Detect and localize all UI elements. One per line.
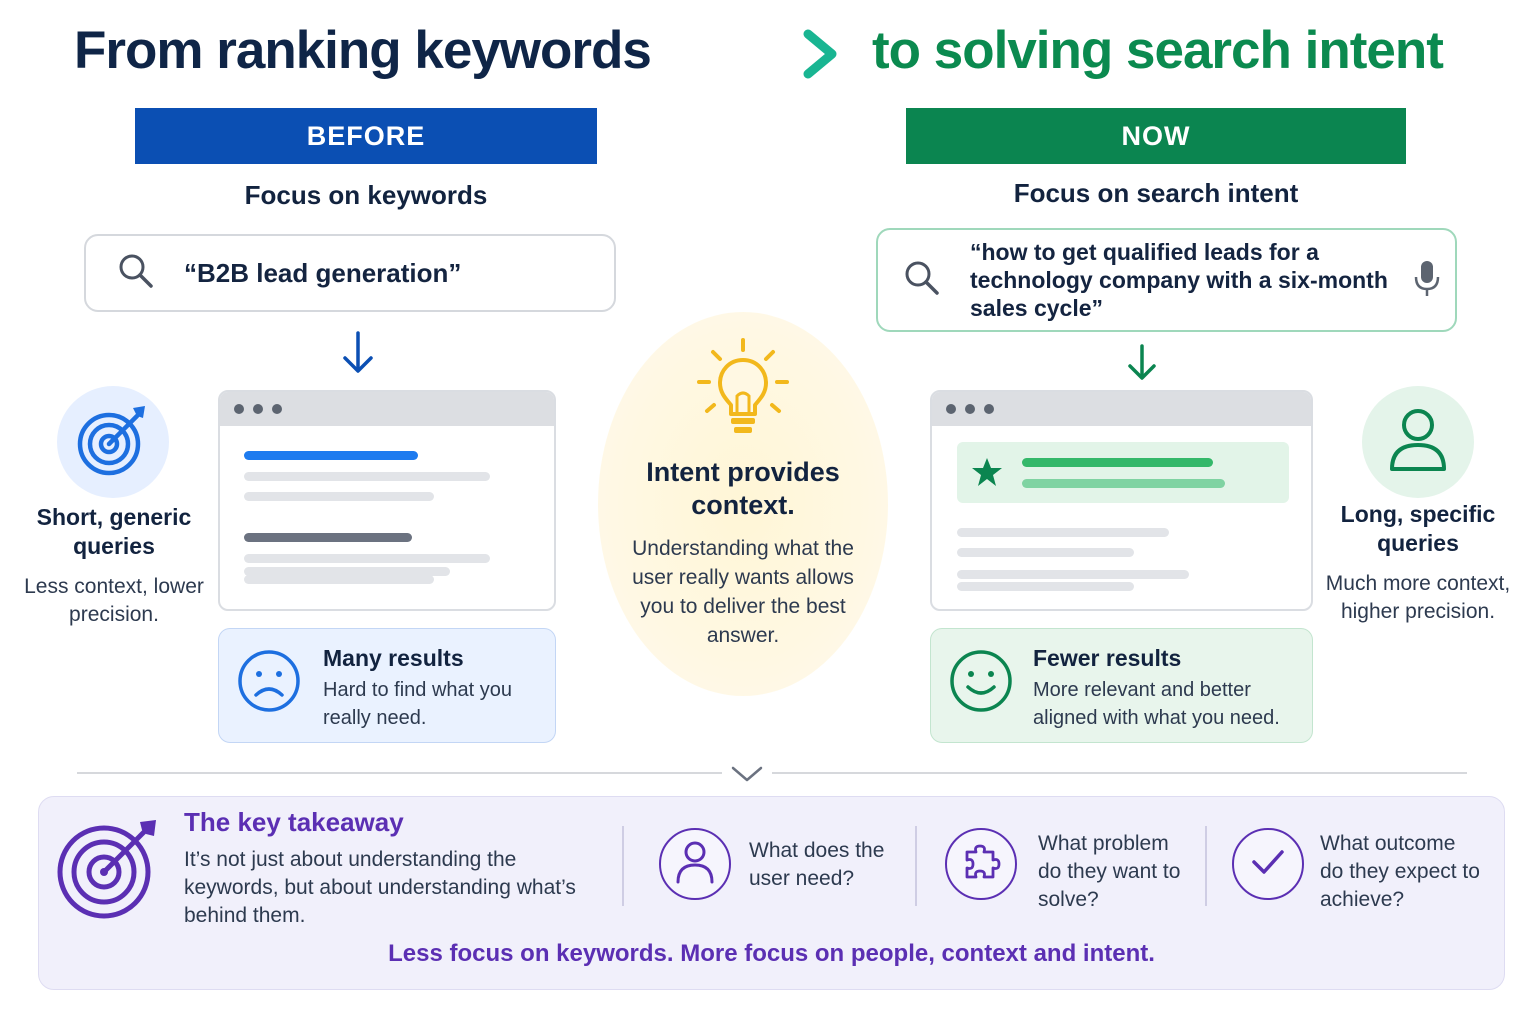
window-dot: [253, 404, 263, 414]
target-icon: [75, 402, 151, 483]
search-box-now[interactable]: “how to get qualified leads for a techno…: [876, 228, 1457, 332]
browser-window-before: [218, 390, 556, 611]
center-title: Intent provides context.: [646, 457, 840, 520]
result-box-before: Many results Hard to find what you reall…: [218, 628, 556, 743]
result-desc-now: More relevant and better aligned with wh…: [1033, 679, 1280, 729]
result-line: [244, 492, 434, 501]
long-queries-title: Long, specific queries: [1340, 501, 1496, 556]
window-dot: [946, 404, 956, 414]
vertical-separator: [1205, 826, 1207, 906]
search-icon: [116, 251, 156, 296]
result-line: [244, 554, 490, 563]
target-arrow-icon: [56, 816, 160, 925]
center-desc: Understanding what the user really wants…: [632, 537, 854, 647]
result-line: [244, 567, 450, 576]
arrow-right-icon: [698, 28, 843, 85]
happy-face-icon: [949, 649, 1013, 718]
star-icon: [971, 456, 1003, 493]
window-dot: [984, 404, 994, 414]
chevron-down-icon: [722, 760, 772, 790]
question-check-icon-circle: [1232, 828, 1304, 900]
vertical-separator: [915, 826, 917, 906]
checkmark-icon: [1248, 844, 1288, 885]
before-subheader: Focus on keywords: [244, 180, 488, 210]
question-user-icon-circle: [659, 828, 731, 900]
user-icon: [1387, 407, 1449, 478]
title-right: to solving search intent: [872, 21, 1444, 80]
arrow-down-icon: [341, 330, 375, 381]
question-puzzle-icon-circle: [945, 828, 1017, 900]
short-queries-title: Short, generic queries: [36, 504, 192, 559]
result-box-now: Fewer results More relevant and better a…: [930, 628, 1313, 743]
puzzle-icon: [961, 842, 1001, 887]
result-line: [957, 548, 1134, 557]
before-header: BEFORE: [135, 108, 597, 164]
question-text-3: What outcome do they expect to achieve?: [1320, 832, 1480, 911]
takeaway-bottom-line: Less focus on keywords. More focus on pe…: [388, 940, 1155, 967]
result-title-now: Fewer results: [1033, 645, 1182, 671]
user-icon: [675, 840, 715, 889]
result-line-highlight: [1022, 479, 1225, 488]
result-line: [244, 472, 490, 481]
featured-result-card: [957, 442, 1289, 503]
result-title-before: Many results: [323, 645, 464, 671]
window-dot: [234, 404, 244, 414]
result-line: [957, 582, 1134, 591]
browser-window-now: [930, 390, 1313, 611]
now-header: NOW: [906, 108, 1406, 164]
title-left: From ranking keywords: [74, 21, 652, 80]
vertical-separator: [622, 826, 624, 906]
question-text-1: What does the user need?: [749, 839, 885, 890]
search-query-before: “B2B lead generation”: [184, 257, 462, 288]
takeaway-title: The key takeaway: [184, 807, 404, 837]
short-queries-desc: Less context, lower precision.: [24, 575, 204, 626]
result-line: [957, 570, 1189, 579]
lightbulb-icon: [693, 336, 793, 445]
result-line: [244, 575, 434, 584]
section-divider: [77, 772, 1467, 774]
result-line-highlight: [1022, 458, 1213, 467]
takeaway-desc: It’s not just about understanding the ke…: [184, 848, 576, 927]
browser-title-bar: [220, 392, 554, 426]
result-line: [957, 528, 1169, 537]
window-dot: [272, 404, 282, 414]
result-desc-before: Hard to find what you really need.: [323, 679, 512, 729]
search-icon: [902, 258, 942, 303]
search-box-before[interactable]: “B2B lead generation”: [84, 234, 616, 312]
sad-face-icon: [237, 649, 301, 718]
window-dot: [965, 404, 975, 414]
result-line-highlight: [244, 451, 418, 460]
browser-title-bar: [932, 392, 1311, 426]
question-text-2: What problem do they want to solve?: [1038, 832, 1181, 911]
now-subheader: Focus on search intent: [1013, 178, 1299, 208]
target-icon-circle: [57, 386, 169, 498]
arrow-down-icon: [1126, 343, 1158, 388]
long-queries-desc: Much more context, higher precision.: [1325, 572, 1511, 623]
microphone-icon[interactable]: [1412, 258, 1442, 303]
user-icon-circle: [1362, 386, 1474, 498]
result-line-dark: [244, 533, 412, 542]
search-query-now: “how to get qualified leads for a techno…: [970, 239, 1388, 321]
